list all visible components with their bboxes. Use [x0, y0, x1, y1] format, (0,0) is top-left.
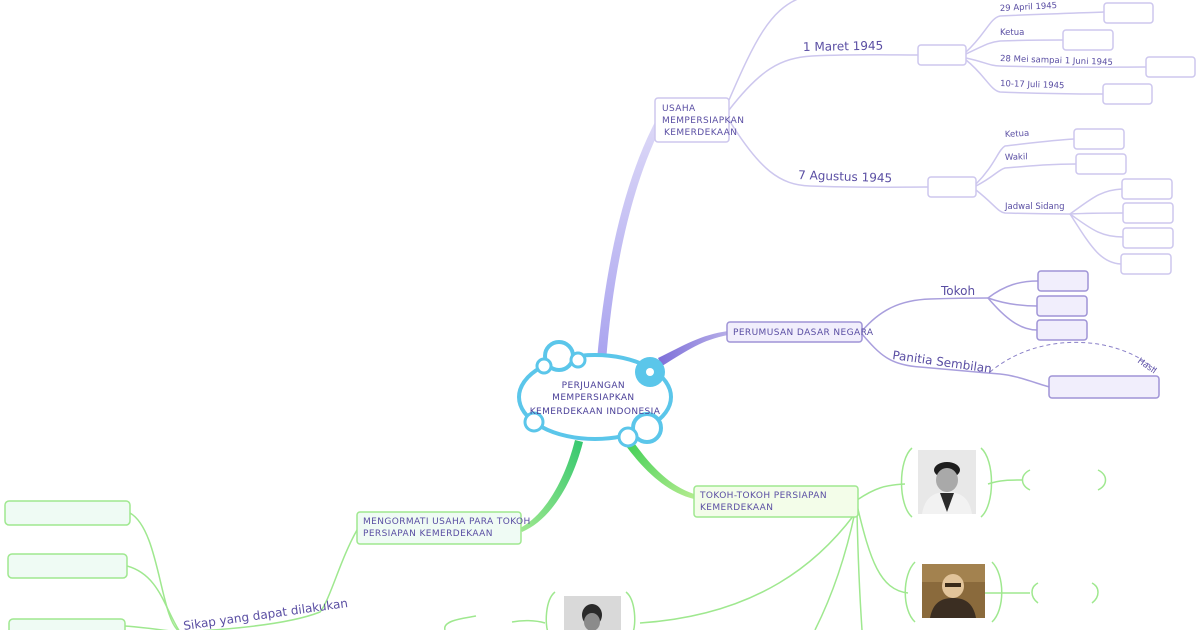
jadwal-node-4[interactable]	[1120, 253, 1172, 275]
image-brackets	[444, 447, 1107, 630]
maret-child-april: 29 April 1945	[1000, 1, 1058, 14]
usaha-label-2: MEMPERSIAPKAN	[662, 116, 744, 126]
agustus-label: 7 Agustus 1945	[798, 168, 892, 185]
tokoh-tokoh-label-1: TOKOH-TOKOH PERSIAPAN	[699, 491, 827, 501]
perumusan-connectors	[861, 280, 1051, 388]
portrait-image-3[interactable]	[564, 596, 621, 630]
tokoh-node-2[interactable]	[1036, 295, 1088, 317]
tokoh-tokoh-label-2: KEMERDEKAAN	[700, 503, 773, 513]
sikap-node-2[interactable]	[7, 553, 128, 579]
svg-text:TOKOH-TOKOH PERSIAPAN KEME: TOKOH-TOKOH PERSIAPAN KEMERDEKAAN	[699, 491, 830, 513]
menghormati-label-1: MENGORMATI USAHA PARA TOKOH	[363, 517, 531, 527]
maret-ketua-node[interactable]	[1062, 29, 1114, 51]
april-node[interactable]	[1103, 2, 1154, 24]
svg-text:USAHA MEMPERSIAPKAN KE: USAHA MEMPERSIAPKAN KEMERDEKAAN	[662, 104, 748, 138]
menghormati-connectors	[124, 512, 358, 630]
agustus-child-wakil: Wakil	[1005, 152, 1028, 163]
usaha-label-1: USAHA	[662, 104, 696, 114]
central-label-3: KEMERDEKAAN INDONESIA	[530, 407, 661, 417]
panitia-result-node[interactable]	[1048, 375, 1160, 399]
wakil-node[interactable]	[1075, 153, 1127, 175]
svg-text:PERJUANGAN MEMPERSIAPKAN: PERJUANGAN MEMPERSIAPKAN KEMERDEKAAN IND…	[530, 381, 661, 417]
central-label-2: MEMPERSIAPKAN	[552, 393, 634, 403]
usaha-label-3: KEMERDEKAAN	[664, 128, 737, 138]
agustus-ketua-node[interactable]	[1073, 128, 1125, 150]
portrait-image-1[interactable]	[918, 450, 976, 514]
jadwal-node-3[interactable]	[1122, 227, 1174, 249]
tokoh-tokoh-node[interactable]	[693, 485, 859, 518]
maret-label: 1 Maret 1945	[803, 39, 884, 54]
agustus-child-jadwal: Jadwal Sidang	[1004, 202, 1064, 212]
maret-child-mei: 28 Mei sampai 1 Juni 1945	[1000, 54, 1113, 68]
menghormati-label-2: PERSIAPAN KEMERDEKAAN	[363, 529, 493, 539]
branch-to-menghormati	[520, 440, 583, 532]
tokoh-node-1[interactable]	[1037, 270, 1089, 292]
branch-to-tokoh	[626, 440, 694, 499]
tokoh-node-3[interactable]	[1036, 319, 1088, 341]
mei-node[interactable]	[1145, 56, 1196, 78]
agustus-child-ketua: Ketua	[1005, 129, 1030, 140]
portrait-image-2[interactable]	[922, 564, 985, 618]
hasil-label: Hasil	[1135, 356, 1158, 376]
maret-child-ketua: Ketua	[1000, 28, 1024, 38]
sikap-node-3[interactable]	[8, 618, 126, 630]
branch-to-usaha	[597, 122, 662, 362]
central-label-1: PERJUANGAN	[562, 381, 625, 391]
juli-node[interactable]	[1102, 83, 1153, 105]
agustus-node[interactable]	[927, 176, 977, 198]
central-cloud[interactable]	[517, 340, 673, 448]
sikap-node-1[interactable]	[4, 500, 131, 526]
menghormati-node[interactable]	[356, 511, 522, 545]
hasil-dashed-link	[989, 341, 1159, 373]
jadwal-node-2[interactable]	[1122, 202, 1174, 224]
perumusan-node[interactable]	[726, 321, 863, 343]
usaha-node[interactable]	[654, 97, 730, 143]
perumusan-label: PERUMUSAN DASAR NEGARA	[733, 328, 874, 338]
panitia-sembilan-label: Panitia Sembilan	[892, 348, 993, 376]
maret-child-juli: 10-17 Juli 1945	[1000, 79, 1065, 91]
maret-node[interactable]	[917, 44, 967, 66]
svg-text:MENGORMATI USAHA PARA TOKOH: MENGORMATI USAHA PARA TOKOH PERSIAPAN KE…	[363, 517, 534, 539]
branch-to-perumusan	[658, 331, 728, 366]
jadwal-node-1[interactable]	[1121, 178, 1173, 200]
tokoh-label: Tokoh	[940, 284, 975, 298]
usaha-connectors	[728, 0, 1147, 265]
